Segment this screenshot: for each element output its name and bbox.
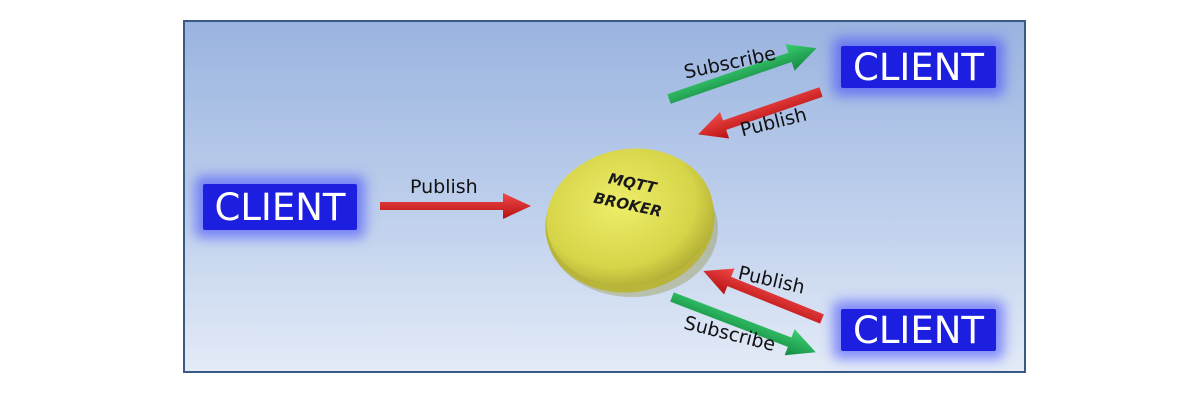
client-bottom-right: CLIENT — [841, 308, 996, 352]
bottom-publish-arrow — [703, 268, 824, 324]
bottom-subscribe-arrow — [670, 292, 816, 356]
client-left-label: CLIENT — [214, 185, 346, 229]
diagram-graphics — [380, 44, 824, 356]
client-top-right: CLIENT — [841, 45, 996, 89]
client-left: CLIENT — [203, 184, 357, 230]
client-top-right-label: CLIENT — [852, 45, 985, 89]
left-publish-arrow — [380, 193, 531, 219]
broker-disc — [545, 148, 718, 297]
top-subscribe-arrow — [667, 44, 817, 104]
top-publish-arrow — [698, 87, 823, 139]
client-bottom-right-label: CLIENT — [852, 308, 985, 352]
left-publish-label: Publish — [410, 176, 478, 198]
diagram-panel: CLIENT CLIENT CLIENT MQTT BROKER Publish… — [183, 20, 1026, 373]
